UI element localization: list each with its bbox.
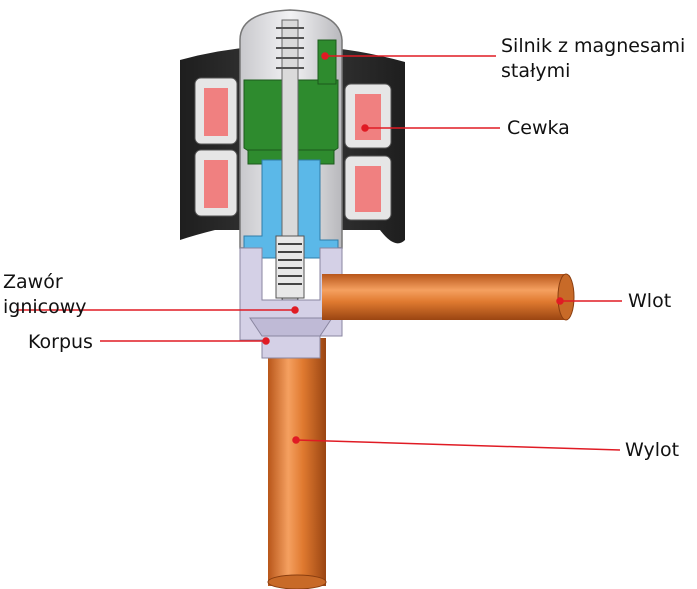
label-outlet: Wylot xyxy=(625,439,680,461)
leader-lines xyxy=(16,52,622,451)
label-body: Korpus xyxy=(28,331,93,353)
inlet-pipe xyxy=(322,273,575,321)
valve-body xyxy=(239,247,343,359)
label-inlet: Wlot xyxy=(628,290,672,312)
outlet-pipe xyxy=(267,338,327,589)
label-valve-line1: Zawór xyxy=(3,271,63,293)
label-motor-line2: stałymi xyxy=(501,60,571,82)
coil-windings xyxy=(194,77,392,221)
spindle xyxy=(275,19,305,320)
label-coil: Cewka xyxy=(507,117,570,139)
label-valve-line2: ignicowy xyxy=(3,296,87,318)
label-motor-line1: Silnik z magnesami xyxy=(501,35,686,57)
